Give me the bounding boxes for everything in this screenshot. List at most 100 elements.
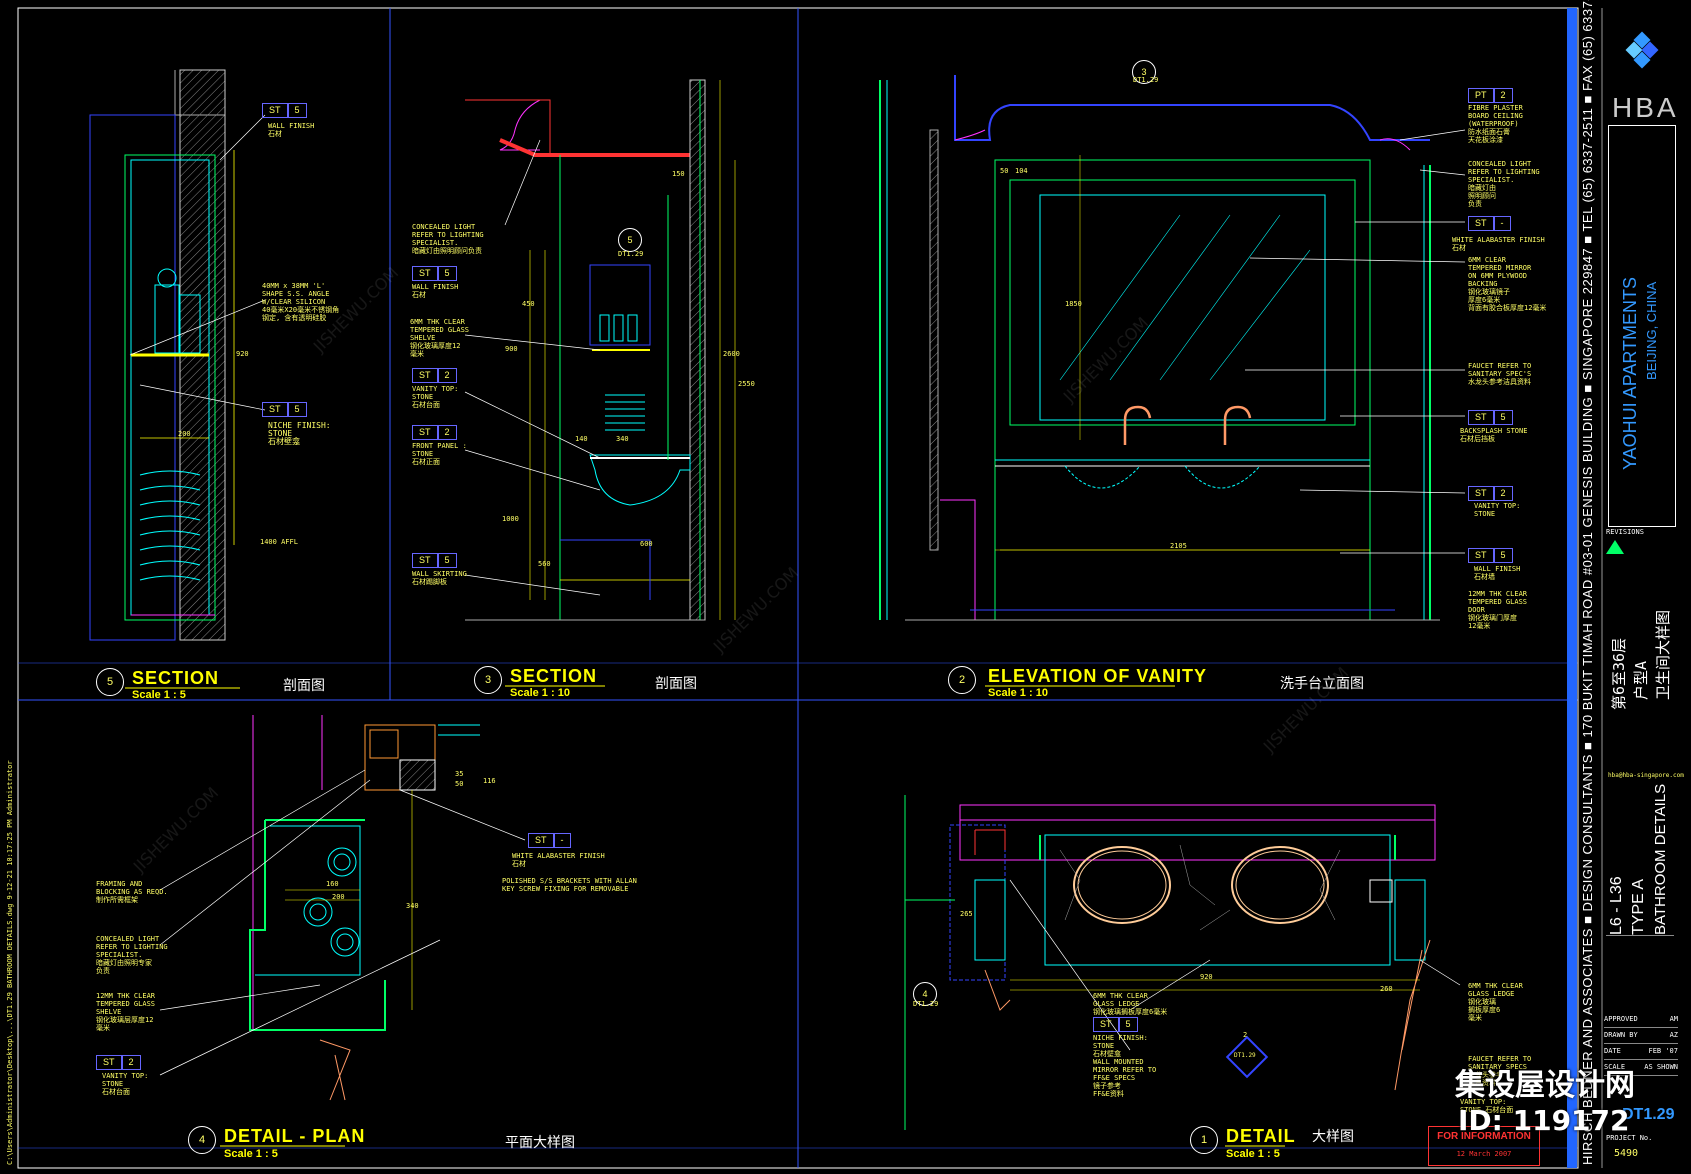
cn-elevation-2: 洗手台立面图	[1280, 676, 1364, 692]
dim-116: 116	[483, 777, 496, 785]
title-section-3: SECTION	[510, 666, 598, 686]
project-no: 5490	[1614, 1148, 1639, 1159]
scale-plan-4: Scale 1 : 5	[224, 1148, 278, 1160]
info-stamp: FOR INFORMATION 12 March 2007	[1428, 1126, 1540, 1166]
section-3-drawing	[465, 79, 736, 621]
callout-diamond-num: 2	[1243, 1031, 1248, 1039]
date-label: DATE	[1604, 1047, 1621, 1055]
dim-1000: 1000	[502, 515, 519, 523]
dim-920: 920	[236, 350, 249, 358]
dim-340b: 340	[406, 902, 419, 910]
callout-ref: DT1.29	[1234, 1052, 1256, 1059]
title-plan-4: DETAIL - PLAN	[224, 1126, 366, 1146]
note-glass-door: 12MM THK CLEAR TEMPERED GLASS DOOR 钢化玻璃门…	[1468, 590, 1528, 630]
callout-elevation-2: 2	[948, 666, 976, 694]
level-label: L6 - L36	[1608, 876, 1625, 935]
dim-340: 340	[616, 435, 629, 443]
project-box	[1608, 125, 1676, 527]
scale-label: SCALE	[1604, 1063, 1626, 1071]
note-alabaster: WHITE ALABASTER FINISH 石材	[1452, 236, 1545, 252]
callout-detail-1: 1	[1190, 1126, 1218, 1154]
note-vanity-top-2: VANITY TOP: STONE	[1474, 502, 1521, 518]
dim-1850: 1850	[1065, 300, 1082, 308]
note-fibre-ceiling: FIBRE PLASTER BOARD CEILING (WATERPROOF)…	[1468, 104, 1523, 144]
cn-detail-1: 大样图	[1312, 1129, 1354, 1145]
dim-200: 200	[178, 430, 191, 438]
note-affl: 1400 AFFL	[260, 538, 298, 546]
dim-104: 104	[1015, 167, 1028, 175]
note-wall-finish: WALL FINISH 石材	[268, 122, 315, 138]
tag-st-dash: ST-	[1468, 216, 1511, 231]
dim-2550: 2550	[738, 380, 755, 388]
dim-2600: 2600	[723, 350, 740, 358]
note-backsplash: BACKSPLASH STONE 石材后挡板	[1460, 427, 1528, 443]
cn-section-3: 剖面图	[655, 676, 697, 692]
callout-ref: DT1.29	[1133, 76, 1159, 84]
dim-50b: 50	[455, 780, 464, 788]
callout-detail-4: 4	[913, 982, 937, 1006]
title-section-5: SECTION	[132, 668, 220, 688]
dim-900: 900	[505, 345, 518, 353]
note-angle: 40MM x 38MM 'L' SHAPE S.S. ANGLE W/CLEAR…	[262, 282, 340, 322]
dim-140: 140	[575, 435, 588, 443]
note-vanity-top-4: VANITY TOP: STONE 石材台面	[1460, 1098, 1514, 1114]
note-concealed-light-2: CONCEALED LIGHT REFER TO LIGHTING SPECIA…	[1468, 160, 1540, 208]
dim-200b: 200	[332, 893, 345, 901]
approved-value: AM	[1669, 1015, 1678, 1023]
callout-section-3: 3	[474, 666, 502, 694]
scale-section-3: Scale 1 : 10	[510, 687, 570, 699]
watermark-brand: 集设屋设计网	[1455, 1068, 1635, 1103]
type-label: TYPE A	[1630, 878, 1647, 935]
dim-920b: 920	[1200, 973, 1213, 981]
dim-160: 160	[326, 880, 339, 888]
date-value: FEB '07	[1648, 1047, 1678, 1055]
email: hba@hba-singapore.com	[1608, 772, 1684, 779]
file-path-strip: C:\Users\Administrator\Desktop\...\DT1.2…	[6, 760, 14, 1165]
note-mirror: 6MM CLEAR TEMPERED MIRROR ON 6MM PLYWOOD…	[1468, 256, 1547, 312]
note-wall-finish-3: WALL FINISH 石材墙	[1474, 565, 1521, 581]
stamp-date: 12 March 2007	[1456, 1150, 1512, 1158]
note-niche-finish: NICHE FINISH: STONE 石材壁龛	[268, 421, 331, 446]
callout-plan-4: 4	[188, 1126, 216, 1154]
callout-detail-5: 5	[618, 228, 642, 252]
cn-section-5: 剖面图	[283, 678, 325, 694]
callout-section-5: 5	[96, 668, 124, 696]
dim-35: 35	[455, 770, 464, 778]
note-concealed-light: CONCEALED LIGHT REFER TO LIGHTING SPECIA…	[412, 223, 484, 255]
logo-text: HBA	[1612, 92, 1679, 123]
firm-strip: HIRSCH BEDNER AND ASSOCIATES ■ DESIGN CO…	[1580, 0, 1595, 1165]
project-no-label: PROJECT No.	[1606, 1134, 1653, 1142]
project-name: YAOHUI APARTMENTS	[1620, 276, 1640, 470]
scale-section-5: Scale 1 : 5	[132, 689, 186, 701]
dim-450: 450	[522, 300, 535, 308]
red-notes-box	[1606, 935, 1674, 1006]
dim-600: 600	[640, 540, 653, 548]
revisions-label: REVISIONS	[1606, 528, 1644, 536]
note-alabaster-2: WHITE ALABASTER FINISH 石材	[512, 852, 605, 868]
dim-150: 150	[672, 170, 685, 178]
callout-elev-3: 3	[1132, 60, 1156, 84]
note-glass-ledge: 6MM THK CLEAR GLASS LEDGE 钢化玻璃搁板厚度6毫米	[1093, 992, 1168, 1016]
approved-label: APPROVED	[1604, 1015, 1638, 1023]
title-detail-1: DETAIL	[1226, 1126, 1296, 1146]
title-elevation-2: ELEVATION OF VANITY	[988, 666, 1208, 686]
note-niche-finish-2: NICHE FINISH: STONE 石材壁龛	[1093, 1034, 1148, 1058]
cn-plan-4: 平面大样图	[505, 1135, 575, 1151]
cn-title: 卫生间大样图	[1654, 609, 1672, 700]
note-faucet: FAUCET REFER TO SANITARY SPEC'S 水龙头参考洁具资…	[1468, 362, 1532, 386]
note-mounted-mirror: WALL MOUNTED MIRROR REFER TO FF&E SPECS …	[1093, 1058, 1157, 1098]
note-wall-skirting: WALL SKIRTING 石材踢脚板	[412, 570, 467, 586]
dim-265: 265	[960, 910, 973, 918]
note-glass-shelve: 6MM THK CLEAR TEMPERED GLASS SHELVE 钢化玻璃…	[410, 318, 470, 358]
logo-icon	[1625, 31, 1659, 69]
note-wall-finish-2: WALL FINISH 石材	[412, 283, 459, 299]
